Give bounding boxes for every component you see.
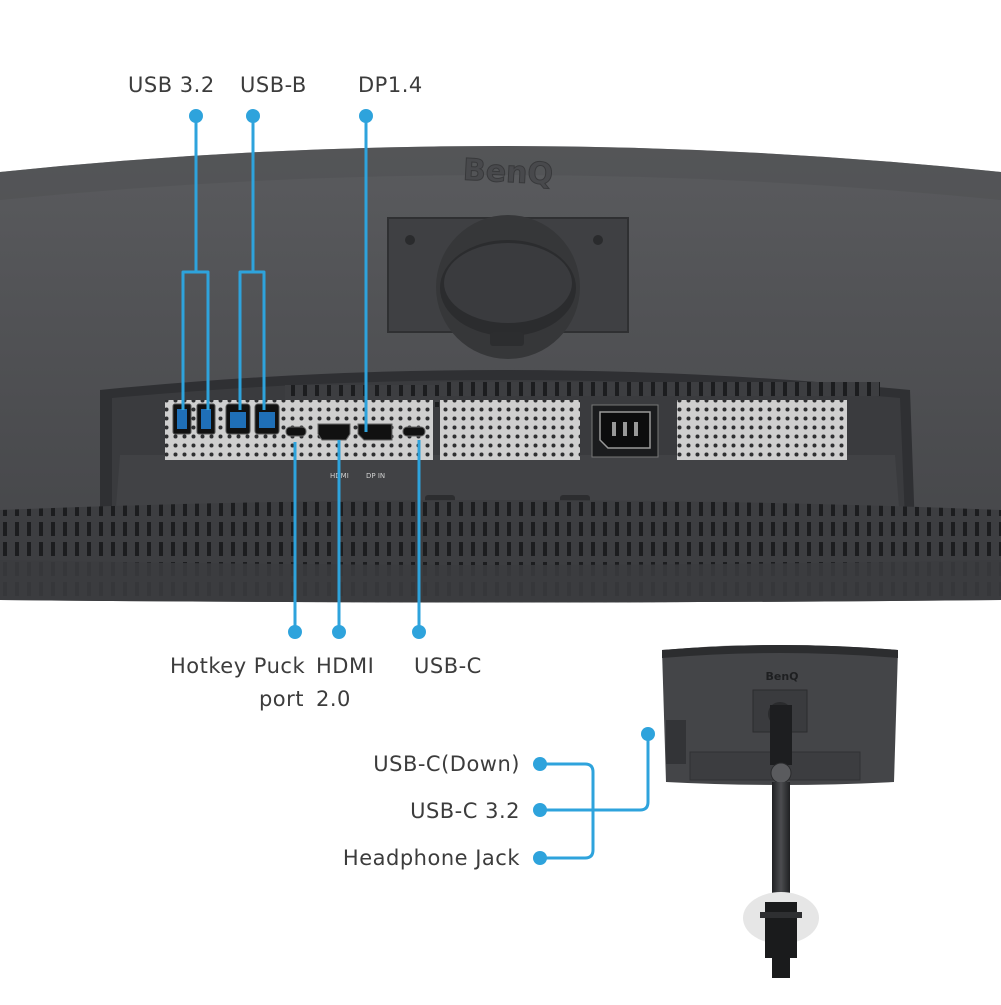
dp-port <box>357 423 393 441</box>
label-usbb: USB-B <box>240 73 307 97</box>
hdmi-port <box>317 423 351 441</box>
label-hotkey-line1: Hotkey Puck <box>170 654 306 678</box>
label-usbc: USB-C <box>414 654 482 678</box>
label-hdmi-line1: HDMI <box>316 654 375 678</box>
label-dp: DP1.4 <box>358 73 423 97</box>
monitor-thumbnail: BenQ <box>662 645 898 978</box>
vent-strip-top <box>440 382 880 396</box>
callout-dots <box>189 109 655 865</box>
label-usbc32: USB-C 3.2 <box>410 799 520 823</box>
label-usbc-down: USB-C(Down) <box>373 752 520 776</box>
monitor-back: BenQ <box>0 146 1001 603</box>
benq-logo: BenQ <box>462 153 554 193</box>
dp-silkscreen: DP IN <box>366 472 385 480</box>
callout-lines <box>181 116 650 860</box>
port-panel: HDMI DP IN <box>165 400 847 480</box>
vesa-mount <box>387 215 629 359</box>
label-hdmi-line2: 2.0 <box>316 687 351 711</box>
label-hotkey-line2: port <box>258 687 304 711</box>
thumbnail-benq-logo: BenQ <box>765 670 798 683</box>
usbc-port <box>402 426 426 437</box>
label-headphone: Headphone Jack <box>342 846 520 870</box>
hotkey-port <box>285 426 307 437</box>
label-usb32: USB 3.2 <box>128 73 215 97</box>
